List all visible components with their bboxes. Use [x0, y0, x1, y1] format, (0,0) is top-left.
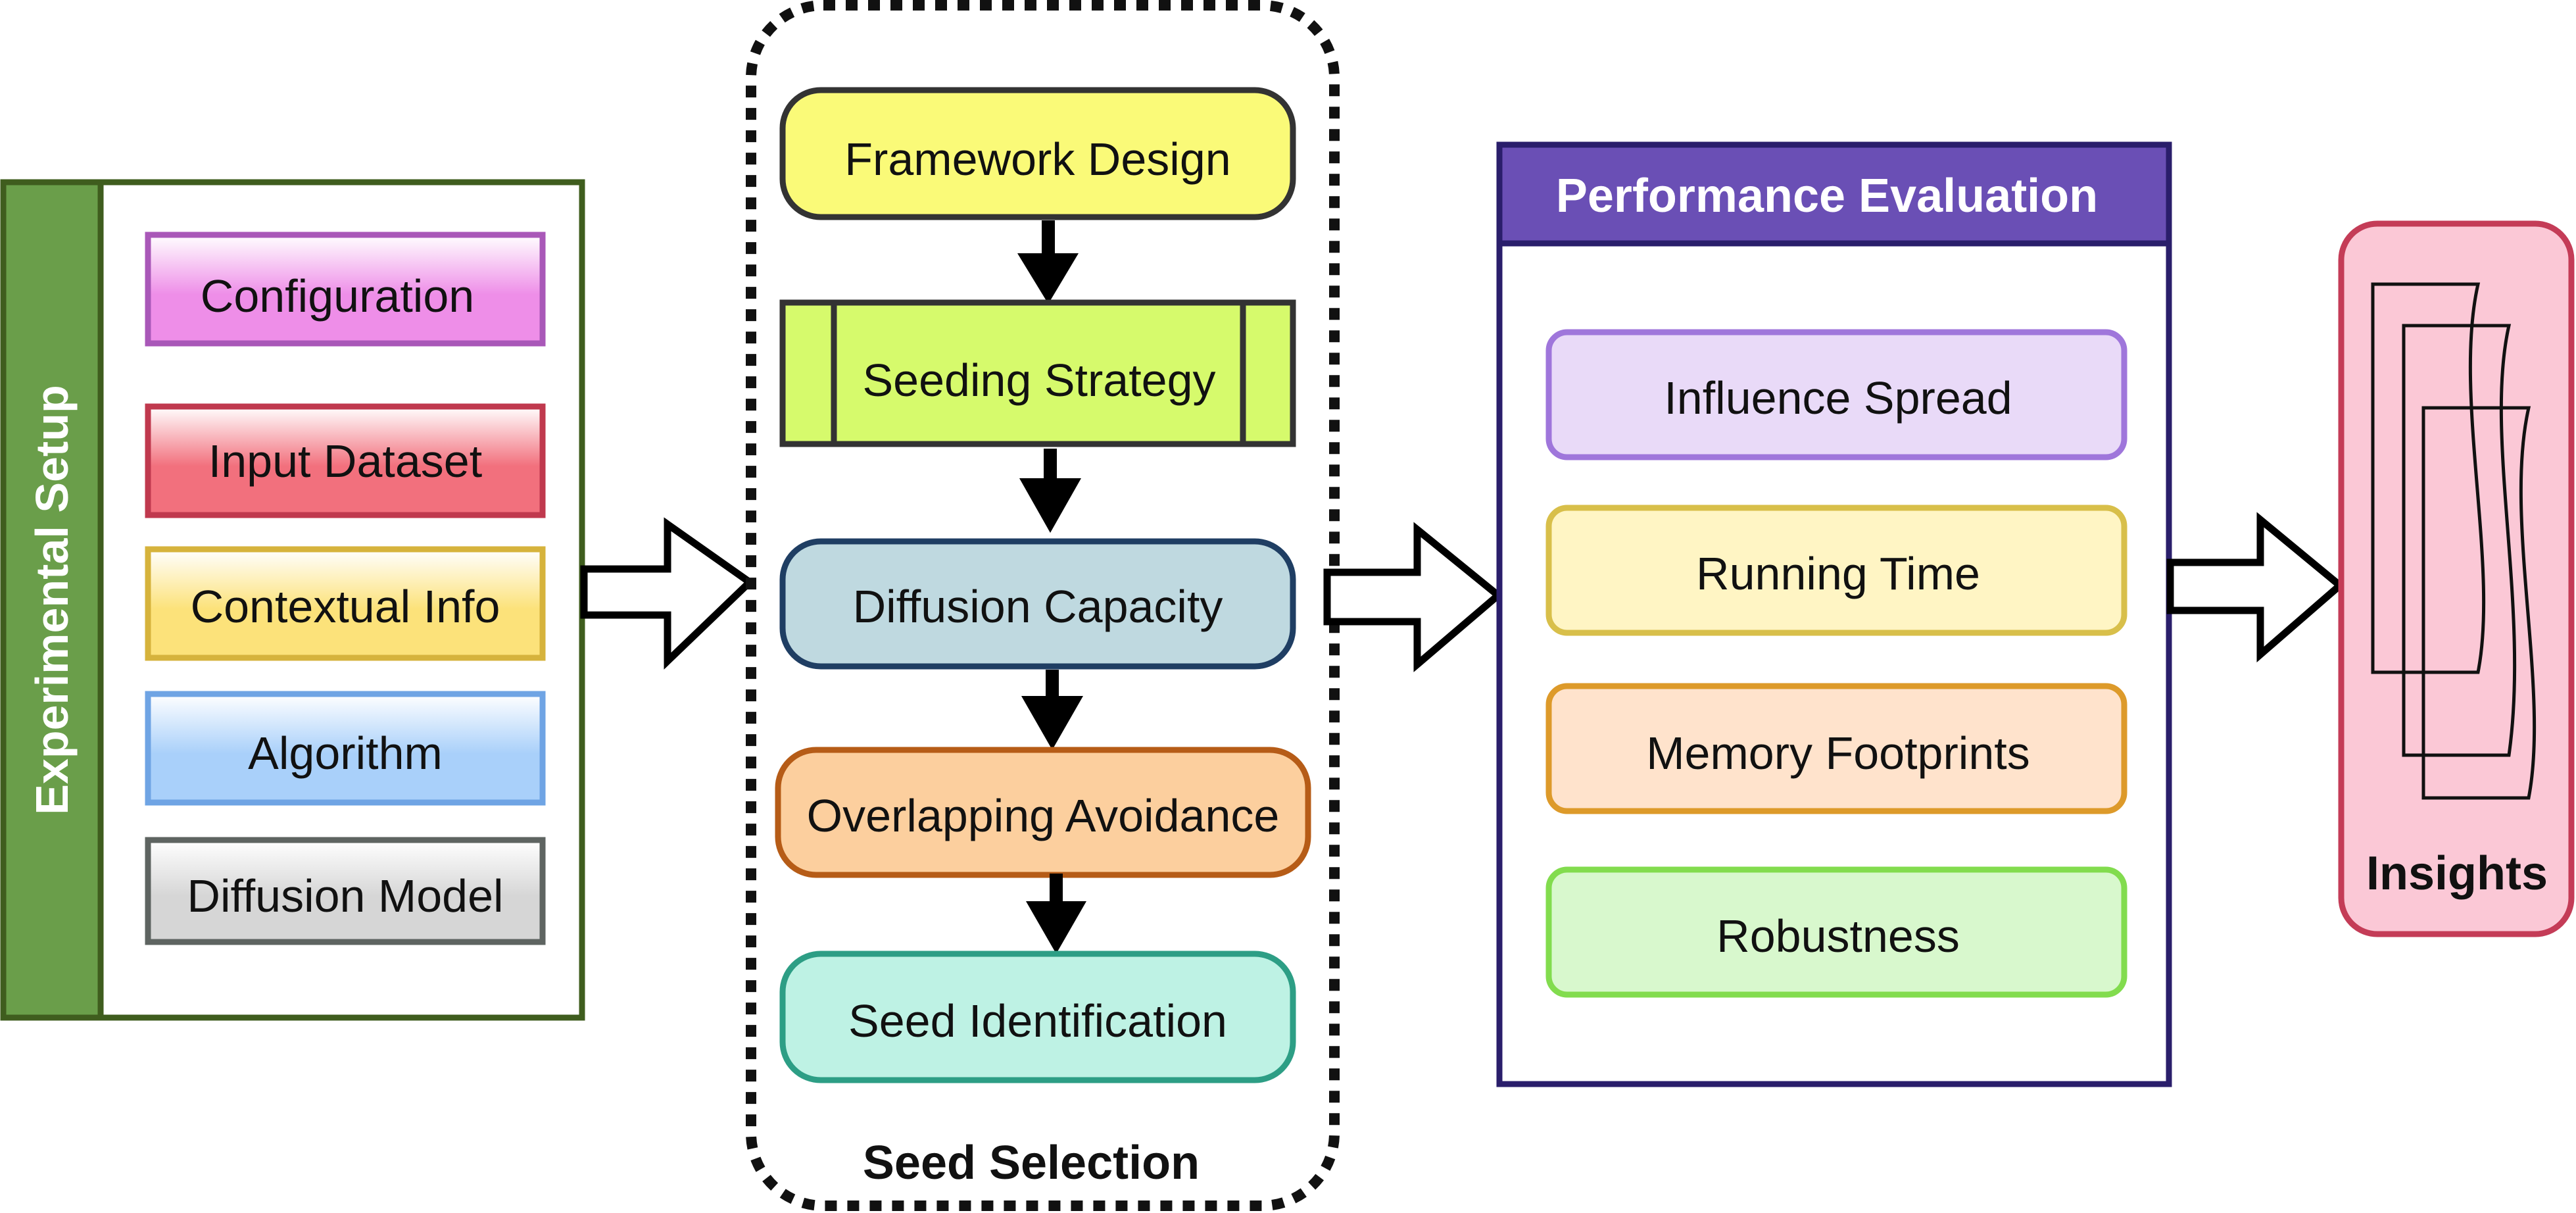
evaluation-item-label: Robustness	[1716, 910, 1960, 962]
performance-evaluation-title: Performance Evaluation	[1556, 170, 2098, 222]
setup-item-input-dataset: Input Dataset	[145, 403, 546, 518]
documents-icon	[2371, 282, 2537, 800]
performance-evaluation-panel: Performance Evaluation Influence Spread …	[1496, 141, 2172, 1087]
step-label: Seeding Strategy	[862, 355, 1215, 406]
setup-item-label: Contextual Info	[191, 581, 500, 632]
step-seeding-strategy: Seeding Strategy	[779, 299, 1296, 447]
seed-selection-title: Seed Selection	[863, 1137, 1200, 1189]
step-diffusion-capacity: Diffusion Capacity	[779, 538, 1296, 670]
step-framework-design: Framework Design	[779, 87, 1296, 220]
arrow-down-icon	[1019, 449, 1081, 533]
step-overlapping-avoidance: Overlapping Avoidance	[775, 747, 1311, 878]
arrow-down-icon	[1017, 220, 1079, 304]
setup-item-label: Algorithm	[248, 728, 443, 779]
step-label: Framework Design	[844, 134, 1230, 185]
evaluation-item-robustness: Robustness	[1545, 866, 2127, 998]
setup-item-label: Diffusion Model	[187, 870, 503, 922]
arrow-down-icon	[1021, 670, 1083, 750]
arrow-setup-to-selection	[580, 517, 756, 670]
setup-item-label: Input Dataset	[208, 435, 482, 487]
insights-title: Insights	[2366, 847, 2548, 900]
step-label: Overlapping Avoidance	[807, 790, 1280, 841]
seed-selection-panel: Framework Design Seeding Strategy Diffus…	[746, 0, 1340, 1211]
setup-item-diffusion-model: Diffusion Model	[145, 837, 546, 945]
experimental-setup-panel: Experimental Setup Configuration Input D…	[0, 179, 585, 1021]
setup-item-contextual-info: Contextual Info	[145, 546, 546, 661]
insights-panel: Insights	[2338, 220, 2575, 937]
evaluation-item-label: Running Time	[1696, 548, 1980, 599]
evaluation-item-influence-spread: Influence Spread	[1545, 329, 2127, 460]
setup-item-algorithm: Algorithm	[145, 691, 546, 806]
setup-item-label: Configuration	[201, 270, 474, 322]
experimental-setup-title: Experimental Setup	[26, 385, 78, 815]
evaluation-item-running-time: Running Time	[1545, 505, 2127, 636]
evaluation-item-label: Influence Spread	[1664, 372, 2012, 424]
arrow-down-icon	[1026, 874, 1086, 954]
evaluation-item-memory-footprints: Memory Footprints	[1545, 683, 2127, 814]
arrow-evaluation-to-insights	[2166, 512, 2346, 663]
evaluation-item-label: Memory Footprints	[1646, 728, 2029, 779]
step-label: Diffusion Capacity	[853, 581, 1223, 632]
step-seed-identification: Seed Identification	[779, 951, 1296, 1083]
setup-item-configuration: Configuration	[145, 232, 546, 347]
arrow-selection-to-evaluation	[1323, 522, 1504, 672]
step-label: Seed Identification	[848, 995, 1227, 1047]
